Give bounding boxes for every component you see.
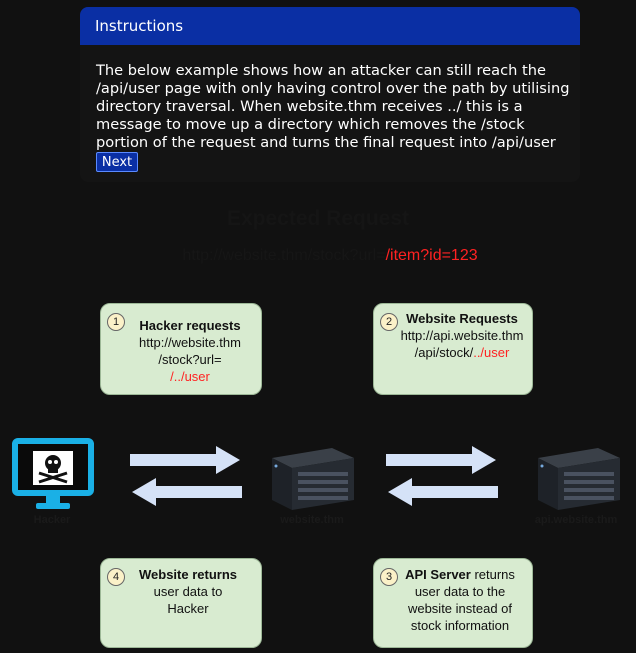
step3-number: 3	[380, 568, 398, 586]
step3-heading: API Server	[405, 567, 471, 582]
hacker-label: Hacker	[33, 514, 71, 526]
step3-box: 3 API Server returns user data to the we…	[373, 558, 533, 648]
url-prefix: http://website.thm/stock?url=	[182, 247, 386, 264]
left-arrow-icon	[132, 478, 242, 506]
instructions-line: directory traversal. When website.thm re…	[96, 98, 523, 115]
ssrf-diagram: Expected Request http://website.thm/stoc…	[0, 190, 636, 653]
step4-box: 4 Website returns user data to Hacker	[100, 558, 262, 648]
diagram-title: Expected Request	[226, 207, 410, 230]
instructions-title: Instructions	[80, 7, 580, 45]
url-suffix: /item?id=123	[385, 247, 478, 264]
step2-line2-suffix: ../user	[473, 345, 510, 360]
step1-box: 1 Hacker requests http://website.thm /st…	[100, 303, 262, 395]
step2-line2-prefix: /api/stock/	[414, 345, 474, 360]
step3-line2: website instead of	[407, 601, 513, 616]
step3-heading-rest: returns	[470, 567, 515, 582]
step4-heading: Website returns	[138, 567, 237, 582]
step2-number: 2	[380, 313, 398, 331]
diagram-url: http://website.thm/stock?url=/item?id=12…	[0, 247, 636, 265]
instructions-line: message to move up a directory which rem…	[96, 116, 525, 133]
instructions-line: The below example shows how an attacker …	[96, 62, 546, 79]
right-arrow-icon	[130, 446, 240, 474]
step2-line2: /api/stock/../user	[392, 344, 532, 361]
instructions-line: portion of the request and turns the fin…	[96, 134, 556, 151]
instructions-line: /api/user page with only having control …	[96, 80, 570, 97]
website-server-icon	[272, 448, 354, 510]
instructions-card: Instructions The below example shows how…	[80, 7, 580, 182]
api-server-icon	[538, 448, 620, 510]
next-button[interactable]: Next	[96, 152, 138, 172]
step1-number: 1	[107, 313, 125, 331]
step3-line1: user data to the	[414, 584, 506, 599]
right-arrow-icon	[386, 446, 496, 474]
step1-line3: /../user	[170, 369, 210, 384]
step1-line1: http://website.thm	[139, 335, 241, 350]
api-label: api.website.thm	[534, 514, 618, 526]
step1-heading: Hacker requests	[139, 318, 241, 333]
step2-box: 2 Website Requests http://api.website.th…	[373, 303, 533, 395]
step2-heading: Website Requests	[406, 311, 518, 326]
left-arrow-icon	[388, 478, 498, 506]
step2-line1: http://api.website.thm	[400, 328, 524, 343]
step3-line3: stock information	[410, 618, 510, 633]
step3-heading-line: API Server returns	[388, 566, 532, 583]
hacker-monitor-icon	[12, 438, 94, 509]
step1-line2: /stock?url=	[158, 352, 222, 367]
instructions-text: The below example shows how an attacker …	[96, 62, 576, 152]
step4-line1: user data to	[153, 584, 223, 599]
website-label: website.thm	[280, 514, 344, 526]
step4-line2: Hacker	[167, 601, 209, 616]
step4-number: 4	[107, 568, 125, 586]
